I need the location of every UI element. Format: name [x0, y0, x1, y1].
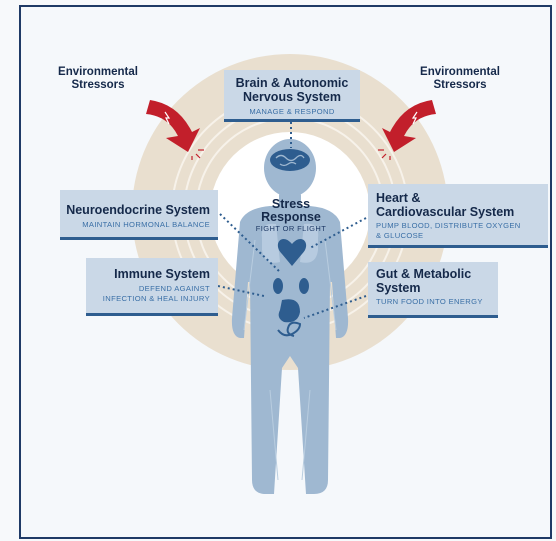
stressor-label-left: Environmental Stressors	[58, 66, 138, 91]
neuroendocrine-system-subtitle: MAINTAIN HORMONAL BALANCE	[82, 219, 210, 229]
immune-system-subtitle: DEFEND AGAINST INFECTION & HEAL INJURY	[102, 283, 210, 303]
neuroendocrine-system-title: Neuroendocrine System	[66, 203, 210, 217]
stressor-arrow-left	[146, 100, 204, 160]
stressor-arrow-right	[378, 100, 436, 160]
brain-system-title: Brain & Autonomic Nervous System	[235, 76, 349, 104]
neuroendocrine-system-box: Neuroendocrine System MAINTAIN HORMONAL …	[60, 190, 218, 240]
lungs-icon	[261, 223, 319, 263]
connector-lines	[217, 122, 367, 319]
stress-response-subtitle: FIGHT OR FLIGHT	[255, 224, 327, 233]
brain-system-subtitle: MANAGE & RESPOND	[249, 107, 335, 116]
gut-system-box: Gut & Metabolic System TURN FOOD INTO EN…	[368, 262, 498, 318]
lightning-icon	[411, 111, 418, 125]
lightning-icon	[164, 111, 171, 125]
vein-lines	[243, 239, 337, 481]
stress-response-title: Stress Response	[261, 197, 321, 224]
heart-icon	[277, 238, 307, 266]
heart-system-title: Heart & Cardiovascular System	[376, 191, 515, 219]
immune-system-title: Immune System	[114, 267, 210, 281]
intestine-icon	[277, 321, 302, 337]
stomach-icon	[278, 299, 300, 323]
stressor-label-right: Environmental Stressors	[420, 66, 500, 91]
gut-system-subtitle: TURN FOOD INTO ENERGY	[376, 297, 483, 306]
heart-system-box: Heart & Cardiovascular System PUMP BLOOD…	[368, 184, 548, 248]
heart-system-subtitle: PUMP BLOOD, DISTRIBUTE OXYGEN & GLUCOSE	[376, 221, 521, 240]
gut-system-title: Gut & Metabolic System	[376, 267, 472, 295]
stress-response-label: Stress Response FIGHT OR FLIGHT	[246, 198, 336, 234]
brain-icon	[270, 149, 310, 171]
brain-system-box: Brain & Autonomic Nervous System MANAGE …	[224, 70, 360, 122]
immune-system-box: Immune System DEFEND AGAINST INFECTION &…	[86, 258, 218, 316]
kidneys-icon	[273, 278, 309, 294]
